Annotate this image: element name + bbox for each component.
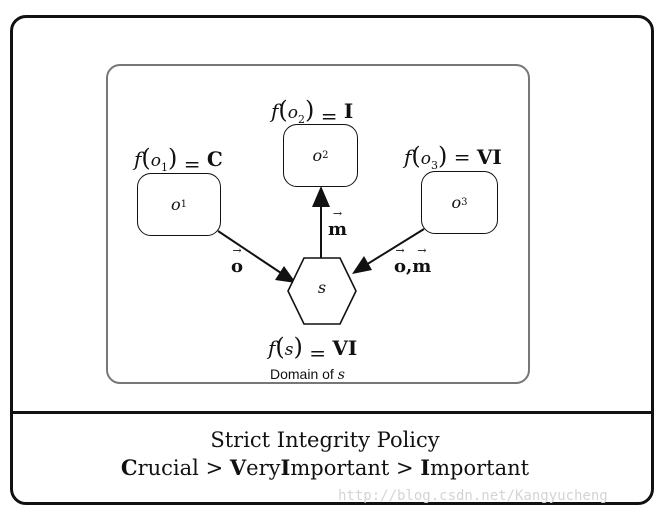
edge-label-o3-s-vec2: m — [412, 256, 431, 277]
node-o3-sub: 3 — [461, 197, 468, 208]
policy-level-1-initial: C — [120, 455, 138, 480]
policy-level-3-initial: I — [420, 455, 431, 480]
label-o2-sub: 2 — [298, 113, 306, 126]
label-o3-sub: 3 — [431, 159, 439, 172]
label-o1-fn: f — [134, 147, 142, 171]
edge-label-o1-s-vec: o — [231, 256, 243, 277]
domain-caption-prefix: Domain of — [270, 366, 338, 382]
policy-gt-1: > — [205, 456, 224, 480]
section-divider — [10, 411, 654, 414]
policy-level-3-rest: mportant — [430, 456, 530, 480]
edge-o3-to-s-arrowhead — [352, 256, 372, 274]
label-o2-var: o — [287, 103, 299, 123]
label-o2-fn: f — [271, 99, 279, 123]
policy-order: Crucial > VeryImportant > Important — [0, 455, 650, 480]
label-o3-fn: f — [404, 145, 412, 169]
label-o3-eq: = — [453, 145, 471, 169]
label-o1-sub: 1 — [161, 161, 169, 174]
edge-s-to-o2-arrowhead — [312, 186, 330, 207]
policy-level-2b-rest: mportant — [290, 456, 390, 480]
label-s-open: ( — [275, 333, 285, 361]
domain-caption-var: s — [337, 367, 345, 383]
edge-o3-to-s — [360, 228, 425, 269]
domain-caption: Domain of s — [270, 366, 345, 383]
label-o1-var: o — [150, 151, 162, 171]
label-o2-eq: = — [320, 104, 338, 128]
edge-label-o3-s-sep: , — [406, 256, 413, 277]
watermark: http://blog.csdn.net/Kangyucheng — [338, 488, 608, 504]
label-o1: f(o1) = C — [134, 144, 223, 176]
label-o1-level: C — [206, 147, 223, 171]
policy-level-2-initial: V — [229, 455, 247, 480]
outer-frame — [10, 15, 654, 505]
edge-label-o3-s-vec1: o — [394, 256, 406, 277]
label-o3-close: ) — [438, 142, 448, 170]
node-s-hexagon — [287, 257, 357, 325]
label-o1-close: ) — [168, 144, 178, 172]
label-s-close: ) — [293, 333, 303, 361]
edge-label-o1-s: o — [231, 256, 243, 277]
label-o2-level: I — [343, 99, 354, 123]
edge-o1-to-s-arrowhead — [275, 266, 296, 283]
node-o1-sub: 1 — [180, 199, 187, 210]
node-o2-sub: 2 — [322, 150, 329, 161]
label-o2-close: ) — [305, 96, 315, 124]
label-o1-eq: = — [183, 152, 201, 176]
label-s-var: s — [284, 340, 294, 360]
label-o3-level: VI — [476, 145, 502, 169]
node-o3-name: o — [451, 193, 462, 212]
edge-o1-to-s — [217, 230, 291, 280]
label-s-eq: = — [309, 341, 327, 365]
node-o1-name: o — [170, 195, 181, 214]
policy-gt-2: > — [396, 456, 414, 480]
policy-title: Strict Integrity Policy — [210, 428, 440, 452]
label-s-level: VI — [332, 336, 358, 360]
policy-level-2b-initial: I — [280, 455, 291, 480]
edge-label-s-o2: m — [328, 219, 347, 240]
policy-level-2-rest: ery — [246, 456, 281, 480]
label-s-fn: f — [268, 336, 276, 360]
policy-level-1-rest: rucial — [137, 456, 199, 480]
label-s: f(s) = VI — [268, 333, 358, 365]
label-o3-open: ( — [411, 142, 421, 170]
label-o3-var: o — [420, 149, 432, 169]
node-s: s — [288, 278, 356, 297]
label-o2-open: ( — [278, 96, 288, 124]
node-s-name: s — [317, 278, 327, 297]
label-o1-open: ( — [141, 144, 151, 172]
domain-box — [106, 64, 530, 384]
node-o2-name: o — [312, 146, 323, 165]
edge-label-s-o2-vec: m — [328, 219, 347, 240]
label-o2: f(o2) = I — [271, 96, 354, 128]
label-o3: f(o3) = VI — [404, 142, 502, 172]
edge-label-o3-s: o,m — [394, 256, 431, 277]
